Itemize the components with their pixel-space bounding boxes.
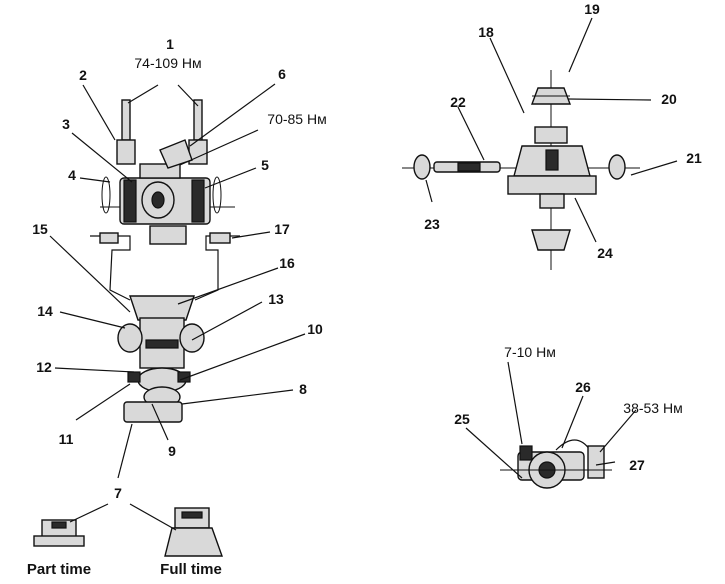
callout-18: 18 <box>478 24 494 40</box>
callout-17: 17 <box>274 221 290 237</box>
callout-10: 10 <box>307 321 323 337</box>
bearing-assembly <box>500 439 612 489</box>
callout-8: 8 <box>299 381 307 397</box>
callout-26: 26 <box>575 379 591 395</box>
callout-27: 27 <box>629 457 645 473</box>
full-time-caption: Full time <box>160 561 222 578</box>
bracket-frame <box>90 232 240 301</box>
part-time-caption: Part time <box>27 561 91 578</box>
side-seal-left <box>413 154 431 180</box>
callout-9: 9 <box>168 443 176 459</box>
torque-label-4: 38-53 Нм <box>623 400 682 416</box>
callout-23: 23 <box>424 216 440 232</box>
callout-7: 7 <box>114 485 122 501</box>
callout-13: 13 <box>268 291 284 307</box>
right-leader-lines <box>425 17 678 243</box>
lower-cap <box>531 229 571 251</box>
bolt-left <box>116 99 136 165</box>
callout-12: 12 <box>36 359 52 375</box>
torque-label-3: 7-10 Нм <box>504 344 556 360</box>
callout-22: 22 <box>450 94 466 110</box>
callout-2: 2 <box>79 67 87 83</box>
bottom-right-leader-lines <box>465 361 637 479</box>
connecting-pin <box>433 161 501 173</box>
callout-4: 4 <box>68 167 76 183</box>
left-leader-lines <box>49 83 306 531</box>
callout-20: 20 <box>661 91 677 107</box>
callout-24: 24 <box>597 245 613 261</box>
callout-19: 19 <box>584 1 600 17</box>
callout-15: 15 <box>32 221 48 237</box>
lower-shaft-assembly <box>117 295 205 423</box>
gearbox-body <box>507 126 597 209</box>
torque-label-1: 74-109 Нм <box>134 55 201 71</box>
upper-cap <box>530 87 572 105</box>
callout-11: 11 <box>59 431 74 447</box>
callout-5: 5 <box>261 157 269 173</box>
callout-3: 3 <box>62 116 70 132</box>
callout-14: 14 <box>37 303 53 319</box>
callout-21: 21 <box>686 150 702 166</box>
callout-25: 25 <box>454 411 470 427</box>
callout-16: 16 <box>279 255 295 271</box>
callout-6: 6 <box>278 66 286 82</box>
full-time-flange <box>164 507 223 557</box>
callout-1: 1 <box>166 36 174 52</box>
torque-label-2: 70-85 Нм <box>267 111 326 127</box>
part-time-flange <box>33 519 85 547</box>
side-seal-right <box>608 154 626 180</box>
